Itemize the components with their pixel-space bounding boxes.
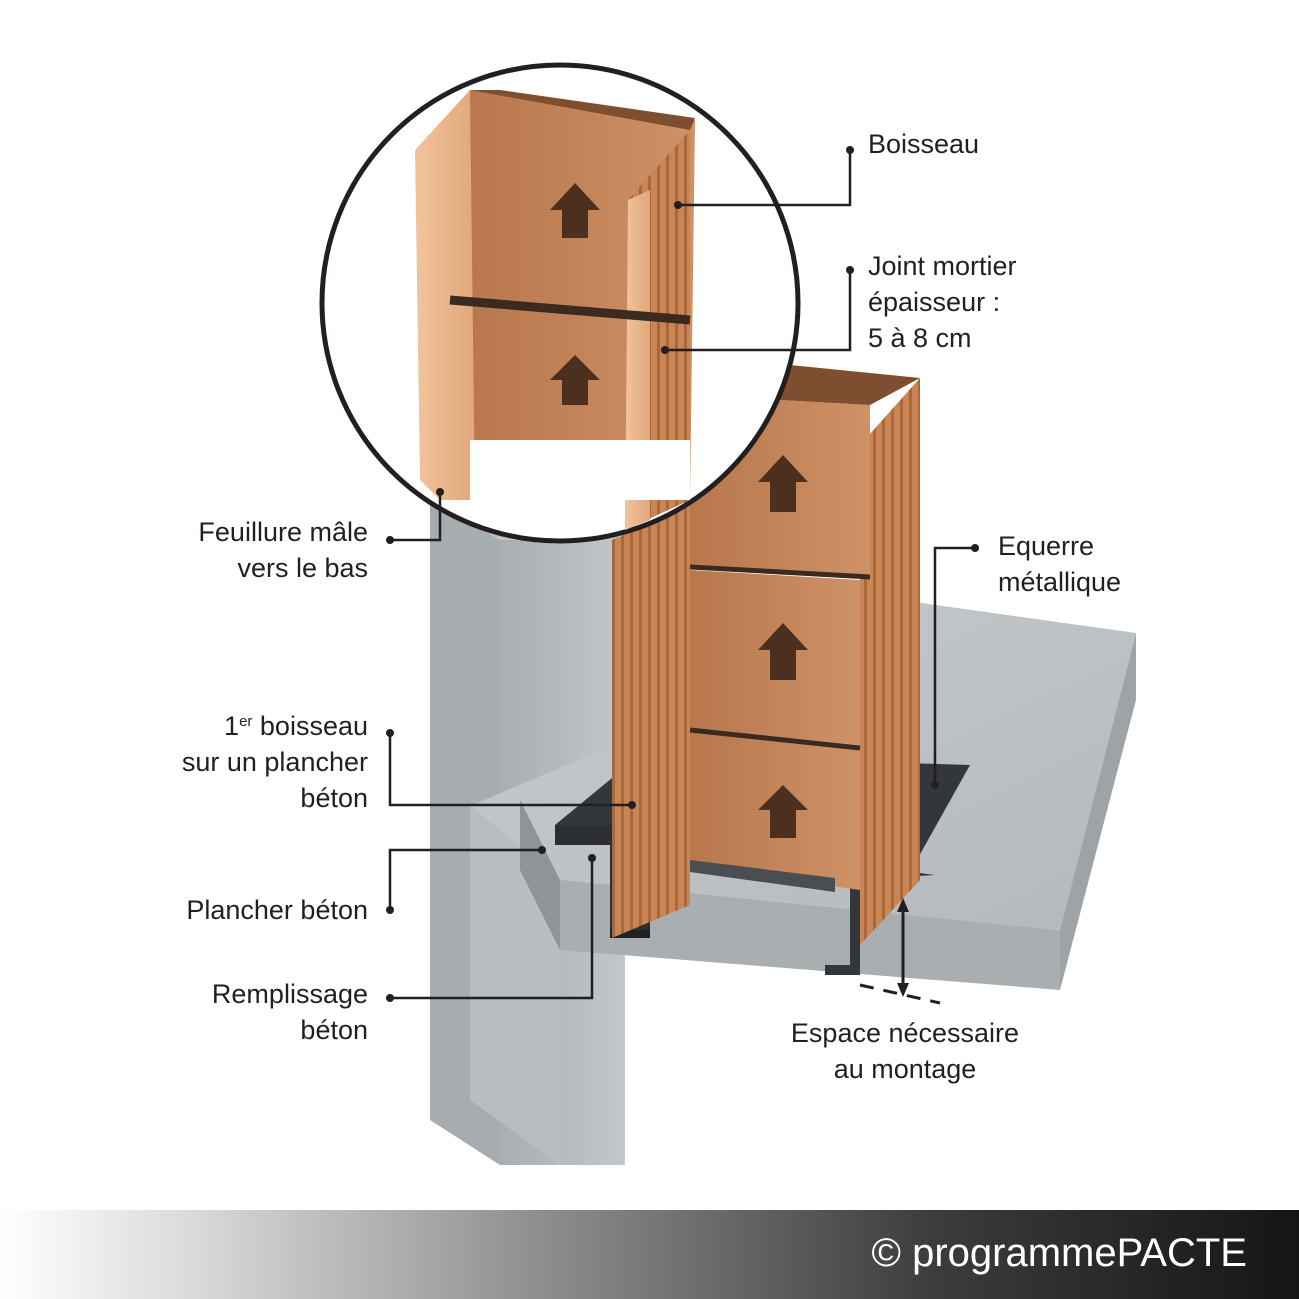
label-joint-mortier: Joint mortier épaisseur : 5 à 8 cm [868, 251, 1017, 353]
label-remplissage: Remplissage béton [211, 979, 368, 1045]
leader-lines [388, 150, 975, 1000]
label-boisseau: Boisseau [868, 129, 980, 159]
flue-stack [612, 365, 920, 945]
mounting-space-arrow [859, 898, 941, 1005]
label-premier-boisseau: 1er boisseau sur un plancher béton [181, 711, 368, 813]
label-plancher-beton: Plancher béton [186, 895, 368, 925]
detail-callout-circle [319, 62, 801, 544]
copyright-text: © programmePACTE [871, 1231, 1248, 1275]
label-equerre: Equerre métallique [998, 531, 1122, 597]
leader-dots [386, 146, 979, 1002]
label-espace-montage: Espace nécessaire au montage [790, 1018, 1020, 1084]
label-feuillure: Feuillure mâle vers le bas [198, 517, 368, 583]
footer-banner: © programmePACTE [0, 1210, 1299, 1299]
